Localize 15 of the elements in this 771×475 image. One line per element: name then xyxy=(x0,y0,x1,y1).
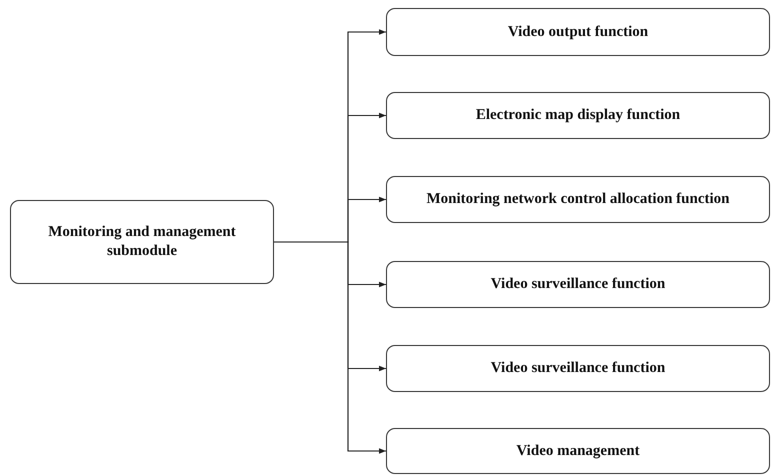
function-box xyxy=(386,176,770,223)
box-label: Electronic map display function xyxy=(476,106,680,125)
arrow xyxy=(274,241,386,454)
box-label: Video surveillance function xyxy=(490,275,666,294)
box-label: Video management xyxy=(516,442,640,460)
box-label: Monitoring network control allocation function xyxy=(426,190,730,209)
function-box xyxy=(386,345,770,392)
function-box xyxy=(386,261,770,308)
box-label: Monitoring and management submodule xyxy=(47,223,237,261)
function-box xyxy=(386,92,770,139)
function-box xyxy=(386,428,770,474)
function-box xyxy=(386,8,770,56)
module-box xyxy=(10,200,274,284)
box-label: Video output function xyxy=(508,22,648,42)
box-label: Video surveillance function xyxy=(490,359,666,378)
